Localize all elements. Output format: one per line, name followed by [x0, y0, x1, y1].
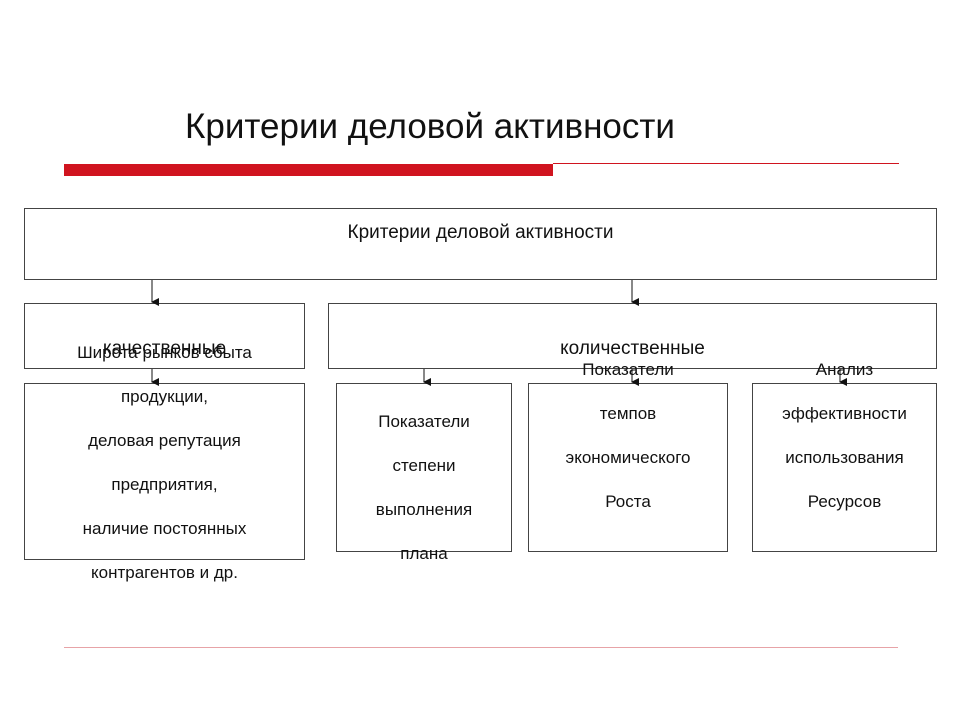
title-underline-thick	[64, 164, 553, 176]
plan-indicators-line: степени	[392, 456, 456, 475]
title-underline-thin	[553, 163, 899, 164]
qualitative-description-line: Широта рынков сбыта	[77, 343, 252, 362]
efficiency-analysis-box	[752, 383, 937, 552]
qualitative-description-box	[24, 383, 305, 560]
quantitative-label: количественные	[560, 338, 705, 359]
efficiency-analysis-line: Ресурсов	[807, 492, 882, 511]
slide-title: Критерии деловой активности	[185, 107, 675, 146]
qualitative-box	[24, 303, 305, 369]
qualitative-description-line: контрагентов и др.	[91, 563, 238, 582]
plan-indicators-line: выполнения	[375, 500, 473, 519]
plan-indicators-line: Показатели	[378, 412, 470, 431]
quantitative-box	[328, 303, 937, 369]
efficiency-analysis-text: Анализ эффективности использования Ресур…	[752, 348, 937, 524]
efficiency-analysis-line: эффективности	[782, 404, 907, 423]
growth-indicators-line: Показатели	[582, 360, 674, 379]
qualitative-description-line: деловая репутация	[88, 431, 241, 450]
growth-indicators-line: экономического	[565, 448, 691, 467]
growth-indicators-text: Показатели темпов экономического Роста	[528, 348, 728, 524]
footer-divider	[64, 647, 898, 648]
growth-indicators-line: Роста	[605, 492, 651, 511]
efficiency-analysis-line: использования	[785, 448, 904, 467]
qualitative-description-line: наличие постоянных	[82, 519, 247, 538]
growth-indicators-box	[528, 383, 728, 552]
root-criteria-label: Критерии деловой активности	[347, 222, 614, 243]
qualitative-description-line: продукции,	[120, 387, 209, 406]
growth-indicators-line: темпов	[599, 404, 657, 423]
qualitative-description: Широта рынков сбыта продукции, деловая р…	[24, 331, 305, 595]
plan-indicators-box	[336, 383, 512, 552]
qualitative-description-line: предприятия,	[111, 475, 218, 494]
root-criteria-box	[24, 208, 937, 280]
efficiency-analysis-line: Анализ	[815, 360, 874, 379]
plan-indicators-line: плана	[400, 544, 448, 563]
qualitative-label: качественные	[102, 338, 227, 359]
plan-indicators-text: Показатели степени выполнения плана	[336, 400, 512, 576]
